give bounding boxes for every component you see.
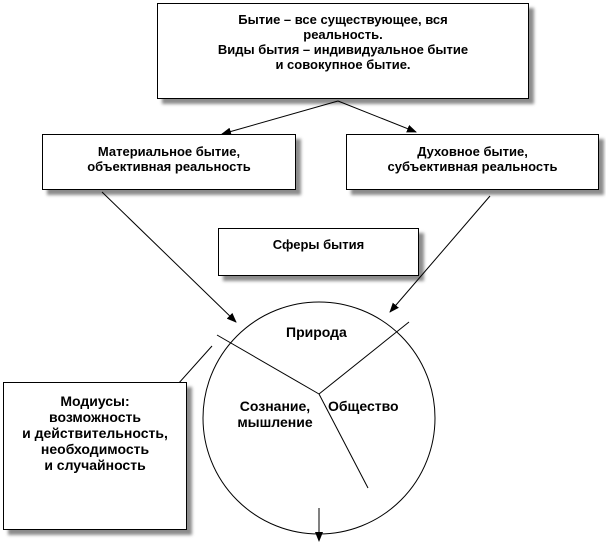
spiritual-being-box: Духовное бытие, субъективная реальность (346, 134, 599, 190)
modi-item: и действительность, (22, 425, 168, 441)
modi-item: и случайность (44, 457, 146, 473)
sector-label-consciousness-line: мышление (237, 414, 313, 430)
spheres-of-being-box: Сферы бытия (218, 228, 419, 276)
modi-box: Модиусы: возможность и действительность,… (3, 382, 187, 530)
material-being-subtitle: объективная реальность (87, 159, 251, 174)
being-definition-box: Бытие – все существующее, вся реальность… (157, 3, 529, 99)
being-kinds-line: Виды бытия – индивидуальное бытие (217, 42, 469, 57)
material-being-box: Материальное бытие, объективная реальнос… (42, 134, 296, 190)
sector-divider-bottom (318, 393, 369, 489)
spheres-of-being-label: Сферы бытия (272, 237, 365, 252)
modi-title: Модиусы: (60, 393, 130, 409)
sector-label-society: Общество (328, 398, 399, 414)
sector-divider-right (318, 321, 410, 395)
arrow-spiritual-to-circle (389, 195, 491, 313)
arrow-material-to-circle (101, 191, 237, 323)
being-definition-line: Бытие – все существующее, вся (238, 12, 448, 27)
modi-item: возможность (49, 409, 141, 425)
connector-modi-to-circle (177, 345, 213, 385)
sector-label-consciousness-line: Сознание, (239, 398, 311, 414)
sector-divider-left (216, 334, 320, 395)
arrow-top-to-spiritual (337, 100, 417, 133)
material-being-title: Материальное бытие, (97, 144, 241, 159)
arrow-top-to-material (221, 100, 339, 136)
modi-item: необходимость (40, 441, 150, 457)
being-kinds-line: и совокупное бытие. (275, 57, 411, 72)
sector-label-nature: Природа (286, 324, 347, 340)
spiritual-being-title: Духовное бытие, (417, 144, 528, 159)
spiritual-being-subtitle: субъективная реальность (387, 159, 558, 174)
sector-label-consciousness: Сознание, мышление (230, 398, 320, 430)
being-definition-line: реальность. (303, 27, 383, 42)
